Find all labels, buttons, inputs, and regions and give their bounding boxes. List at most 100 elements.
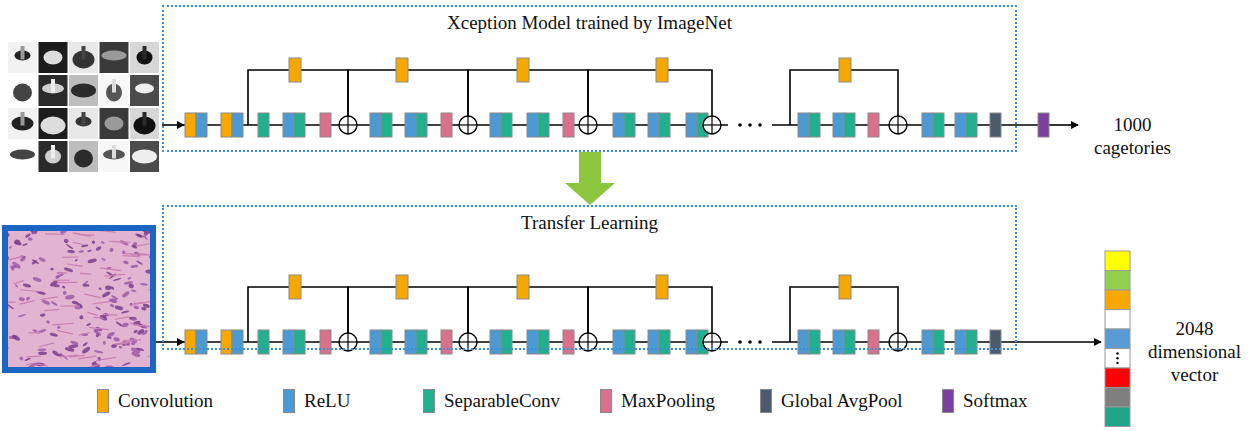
separableconv-block — [501, 113, 512, 137]
relu-block — [922, 330, 933, 354]
convolution-block — [517, 275, 529, 299]
imagenet-thumbnails — [8, 42, 159, 172]
convolution-block — [656, 58, 668, 82]
thumbnail-object — [143, 46, 147, 60]
ellipsis-dot — [738, 340, 742, 344]
separableconv-block — [624, 113, 635, 137]
convolution-block — [289, 275, 301, 299]
legend-text: MaxPooling — [621, 390, 715, 412]
relu-block — [648, 330, 659, 354]
legend-text: Softmax — [963, 390, 1027, 412]
thumbnail — [100, 75, 129, 106]
convolution-block — [185, 113, 196, 137]
global-avgpool-block — [990, 113, 1001, 137]
maxpooling-block — [441, 113, 452, 137]
thumbnail-object — [13, 84, 32, 102]
thumbnail-object — [82, 46, 86, 60]
relu-block — [833, 113, 844, 137]
relu-block — [283, 113, 294, 137]
ellipsis-dot — [1116, 357, 1118, 359]
histology-image — [1, 226, 172, 370]
relu-block — [196, 330, 207, 354]
relu-block — [922, 113, 933, 137]
thumbnail-object — [132, 150, 157, 164]
relu-block — [613, 330, 624, 354]
thumbnail — [8, 108, 37, 139]
convolution-block — [289, 58, 301, 82]
xception-pipeline — [162, 58, 1078, 137]
legend-item: Convolution — [97, 388, 213, 414]
thumbnail — [130, 108, 159, 139]
relu-block — [490, 330, 501, 354]
vector-cell — [1105, 388, 1130, 408]
maxpooling-block — [441, 330, 452, 354]
thumbnail — [69, 141, 98, 172]
vector-cell — [1105, 251, 1130, 271]
legend-swatch — [760, 389, 772, 413]
thumbnail-object — [102, 51, 127, 61]
legend-item: ReLU — [283, 388, 350, 414]
thumbnail — [69, 42, 98, 73]
thumbnail — [8, 75, 37, 106]
thumbnail — [130, 141, 159, 172]
thumbnail-object — [51, 145, 55, 159]
legend-text: SeparableConv — [444, 390, 560, 412]
thumbnail — [100, 108, 129, 139]
separableconv-block — [624, 330, 635, 354]
thumbnail — [39, 42, 68, 73]
separableconv-block — [294, 113, 305, 137]
thumbnail-object — [21, 46, 25, 60]
legend-swatch — [423, 389, 435, 413]
separableconv-block — [381, 113, 392, 137]
convolution-block — [221, 113, 232, 137]
thumbnail — [69, 75, 98, 106]
convolution-block — [221, 330, 232, 354]
vector-cell — [1105, 310, 1130, 330]
separableconv-block — [659, 330, 670, 354]
thumbnail — [39, 141, 68, 172]
separableconv-block — [966, 330, 977, 354]
maxpooling-block — [563, 330, 574, 354]
thumbnail — [8, 42, 37, 73]
legend-swatch — [600, 389, 612, 413]
frame-title: Transfer Learning — [164, 207, 1015, 235]
separableconv-block — [809, 113, 820, 137]
maxpooling-block — [320, 113, 331, 137]
thumbnail-object — [44, 51, 63, 65]
legend-text: ReLU — [304, 390, 350, 412]
thumbnail-object — [71, 84, 96, 98]
thumbnail — [39, 75, 68, 106]
separableconv-block — [501, 330, 512, 354]
thumbnail-object — [112, 145, 116, 159]
thumbnail-object — [10, 150, 35, 160]
maxpooling-block — [868, 113, 879, 137]
thumbnail-object — [74, 150, 93, 168]
separableconv-block — [538, 330, 549, 354]
convolution-block — [396, 275, 408, 299]
convolution-block — [185, 330, 196, 354]
maxpooling-block — [320, 330, 331, 354]
output-label: 1000 cagetories — [1085, 114, 1180, 160]
input-arrow — [156, 341, 184, 343]
convolution-block — [396, 58, 408, 82]
ellipsis-dot — [738, 123, 742, 127]
separableconv-block — [933, 113, 944, 137]
legend-swatch — [97, 389, 109, 413]
thumbnail — [130, 75, 159, 106]
legend-item: Softmax — [942, 388, 1027, 414]
model-frame: Xception Model trained by ImageNet — [162, 5, 1017, 152]
separableconv-block — [258, 330, 269, 354]
thumbnail-object — [143, 112, 147, 126]
feature-vector — [1105, 251, 1130, 427]
relu-block — [613, 113, 624, 137]
thumbnail-object — [105, 117, 124, 131]
thumbnail-object — [21, 112, 25, 126]
thumbnail-object — [112, 79, 116, 93]
relu-block — [686, 113, 697, 137]
legend-text: Global AvgPool — [781, 390, 903, 412]
relu-block — [955, 113, 966, 137]
relu-block — [686, 330, 697, 354]
thumbnail — [100, 42, 129, 73]
relu-block — [196, 113, 207, 137]
